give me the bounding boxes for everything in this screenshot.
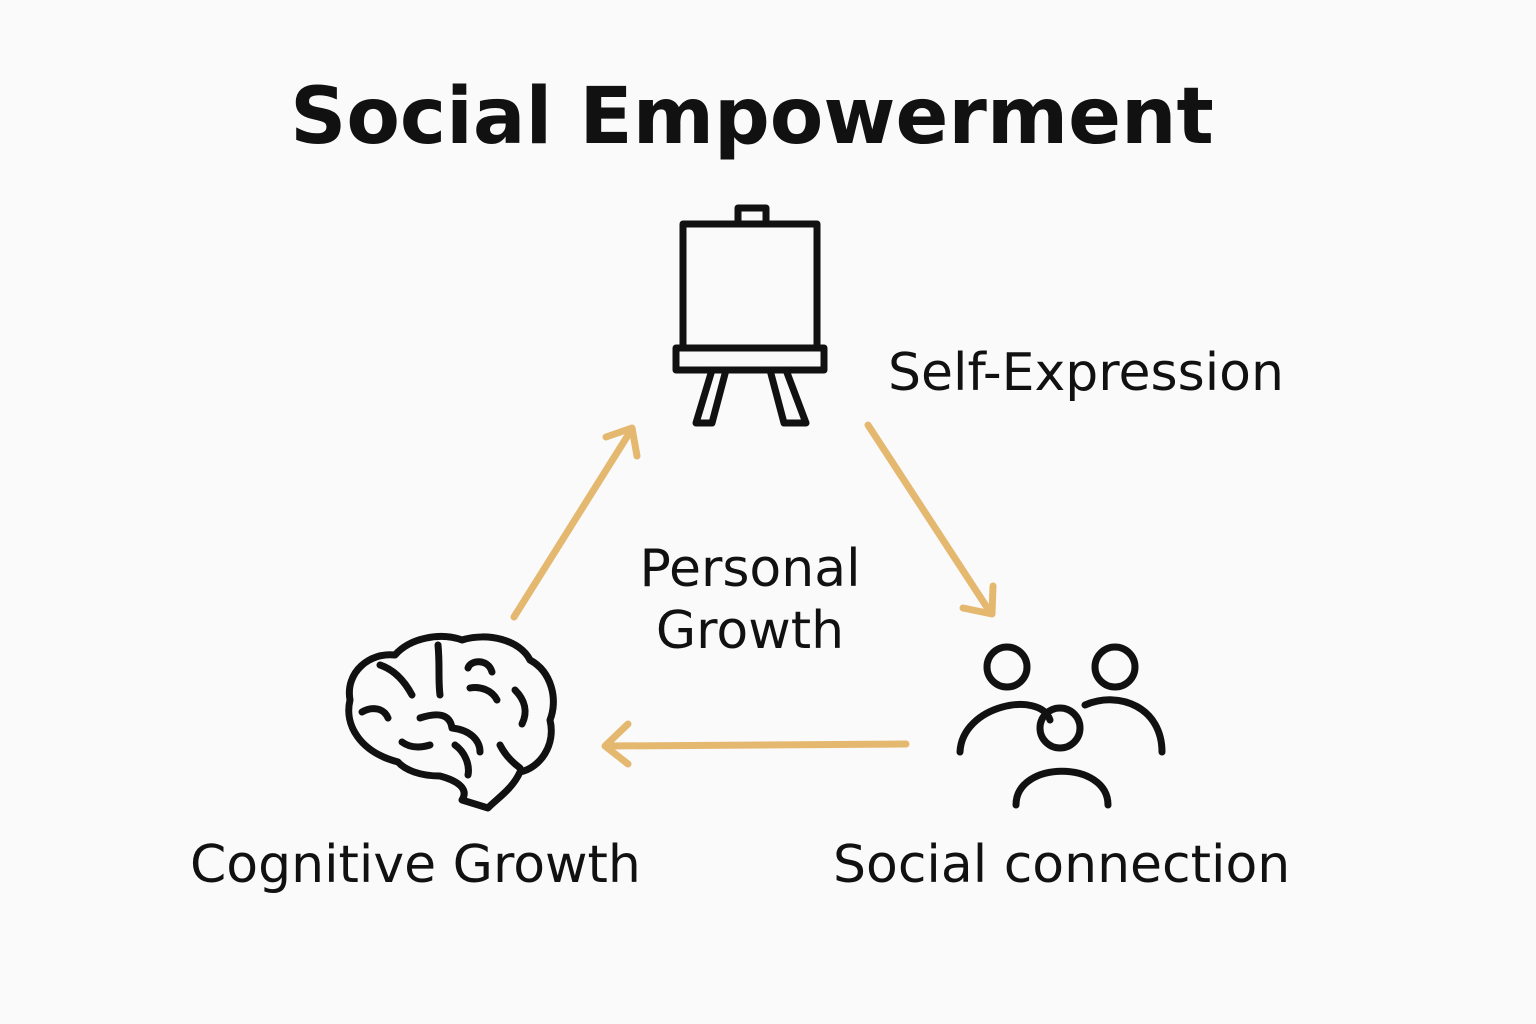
personal-growth-line-2: Growth: [655, 601, 845, 662]
page-title: Social Empowerment: [290, 72, 1214, 162]
arrow-self-to-social: [864, 421, 997, 618]
personal-growth-line-1: Personal: [639, 539, 861, 599]
people-group-icon: [956, 643, 1166, 809]
cognitive-growth-label: Cognitive Growth: [190, 835, 641, 895]
arrow-social-to-cognitive: [601, 720, 910, 768]
social-connection-label: Social connection: [833, 835, 1291, 895]
self-expression-label: Self-Expression: [888, 343, 1284, 403]
brain-icon: [345, 633, 557, 812]
personal-growth-label: Personal Growth: [620, 538, 880, 663]
easel-icon: [672, 204, 828, 427]
arrow-cognitive-to-self: [510, 424, 641, 621]
